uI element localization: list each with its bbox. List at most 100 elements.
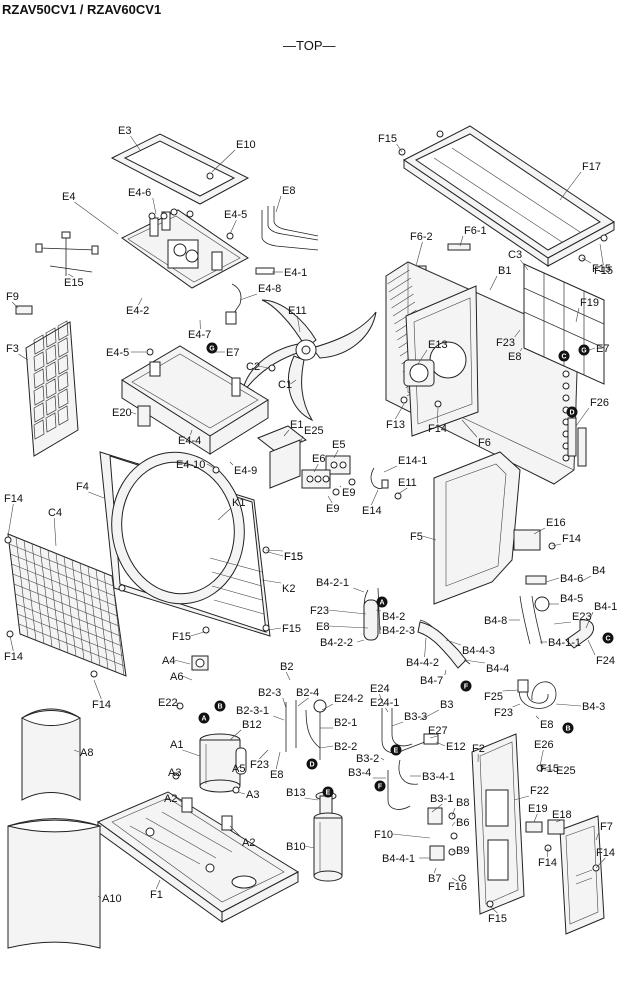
leader-line xyxy=(391,721,404,727)
leader-line xyxy=(237,765,241,769)
leader-line xyxy=(97,895,102,899)
leader-line xyxy=(579,575,592,583)
connection-marker: D xyxy=(306,758,318,770)
leader-line xyxy=(395,403,405,420)
part-label: A3 xyxy=(168,767,181,779)
leader-line xyxy=(489,275,498,291)
leader-line xyxy=(174,659,191,665)
svg-text:F: F xyxy=(464,684,469,691)
part-label: F14 xyxy=(428,423,447,435)
leader-line xyxy=(445,639,462,646)
svg-text:E: E xyxy=(394,748,399,755)
leader-line xyxy=(239,293,258,301)
part-label: E9 xyxy=(326,503,339,515)
leader-line xyxy=(290,379,297,385)
leader-line xyxy=(461,419,478,438)
part-label: E25 xyxy=(304,425,324,437)
part-label: E10 xyxy=(236,139,256,151)
filter-cell xyxy=(57,405,69,426)
leader-line xyxy=(339,485,342,488)
part-label: F14 xyxy=(596,847,615,859)
leader-line xyxy=(297,697,309,707)
part-label: F6-1 xyxy=(464,225,487,237)
part-b3-piping xyxy=(381,708,439,810)
leader-line xyxy=(319,745,334,749)
part-label: B3-3 xyxy=(404,711,427,723)
grille-bar xyxy=(12,573,118,617)
part-label: E12 xyxy=(446,741,466,753)
leader-line xyxy=(258,365,269,369)
leader-line xyxy=(375,609,382,612)
part-f6-partition xyxy=(405,285,479,437)
part-label: F1 xyxy=(150,889,163,901)
leader-line xyxy=(73,749,80,753)
leader-line xyxy=(545,577,560,583)
leader-line xyxy=(451,849,456,853)
part-label: F14 xyxy=(538,857,557,869)
part-label: B4-5 xyxy=(560,593,583,605)
part-label: E24-2 xyxy=(334,693,363,705)
leader-line xyxy=(392,833,431,839)
part-label: B3-1 xyxy=(430,793,453,805)
leader-line xyxy=(599,243,604,266)
part-label: E4-1 xyxy=(284,267,307,279)
part-label: B4-4-3 xyxy=(462,645,495,657)
leader-line xyxy=(173,771,177,777)
leader-line xyxy=(533,527,546,535)
view-label: —TOP— xyxy=(283,38,336,53)
grille-bar xyxy=(16,603,122,647)
leader-line xyxy=(229,825,242,838)
leader-line xyxy=(379,625,382,631)
leader-line xyxy=(130,411,137,415)
filter-cell xyxy=(45,378,57,399)
part-label: E4-6 xyxy=(128,187,151,199)
leader-line xyxy=(380,757,385,761)
leader-line xyxy=(206,463,215,469)
part-label: E15 xyxy=(64,277,84,289)
part-a8-insulation xyxy=(20,708,82,801)
leader-line xyxy=(587,639,596,656)
part-f26 xyxy=(567,417,577,457)
coil-fin xyxy=(388,277,411,293)
leader-line xyxy=(176,701,179,707)
part-label: B4-7 xyxy=(420,675,443,687)
leader-line xyxy=(575,307,580,323)
filter-cell xyxy=(33,334,45,355)
model-title: RZAV50CV1 / RZAV60CV1 xyxy=(2,2,162,17)
leader-line xyxy=(451,877,458,882)
leader-line xyxy=(433,867,437,874)
part-label: E4-9 xyxy=(234,465,257,477)
svg-text:D: D xyxy=(309,762,314,769)
part-label: B1 xyxy=(498,265,511,277)
leader-line xyxy=(435,741,446,747)
grille-bar xyxy=(10,553,115,597)
part-label: F9 xyxy=(6,291,19,303)
part-label: E8 xyxy=(270,769,283,781)
part-f9 xyxy=(15,305,33,315)
part-label: A6 xyxy=(170,671,183,683)
part-a2-dampers xyxy=(181,797,233,831)
part-label: F23 xyxy=(250,759,269,771)
filter-cell xyxy=(57,337,69,358)
part-label: F14 xyxy=(4,651,23,663)
part-a4 xyxy=(191,655,209,671)
part-label: K1 xyxy=(232,497,245,509)
leader-line xyxy=(285,671,291,681)
coil-fin xyxy=(390,285,413,301)
part-label: A1 xyxy=(170,739,183,751)
part-label: B7 xyxy=(428,873,441,885)
part-label: F23 xyxy=(310,605,329,617)
part-e15-harness xyxy=(35,231,99,276)
part-label: E14 xyxy=(362,505,382,517)
svg-text:B: B xyxy=(217,704,222,711)
part-f1-base-plate xyxy=(96,791,300,923)
leader-line xyxy=(176,797,183,803)
part-label: B4-3 xyxy=(582,701,605,713)
leader-line xyxy=(520,259,529,271)
part-label: E24-1 xyxy=(370,697,399,709)
part-b10-receiver xyxy=(313,791,343,882)
coil-fin xyxy=(392,301,416,317)
